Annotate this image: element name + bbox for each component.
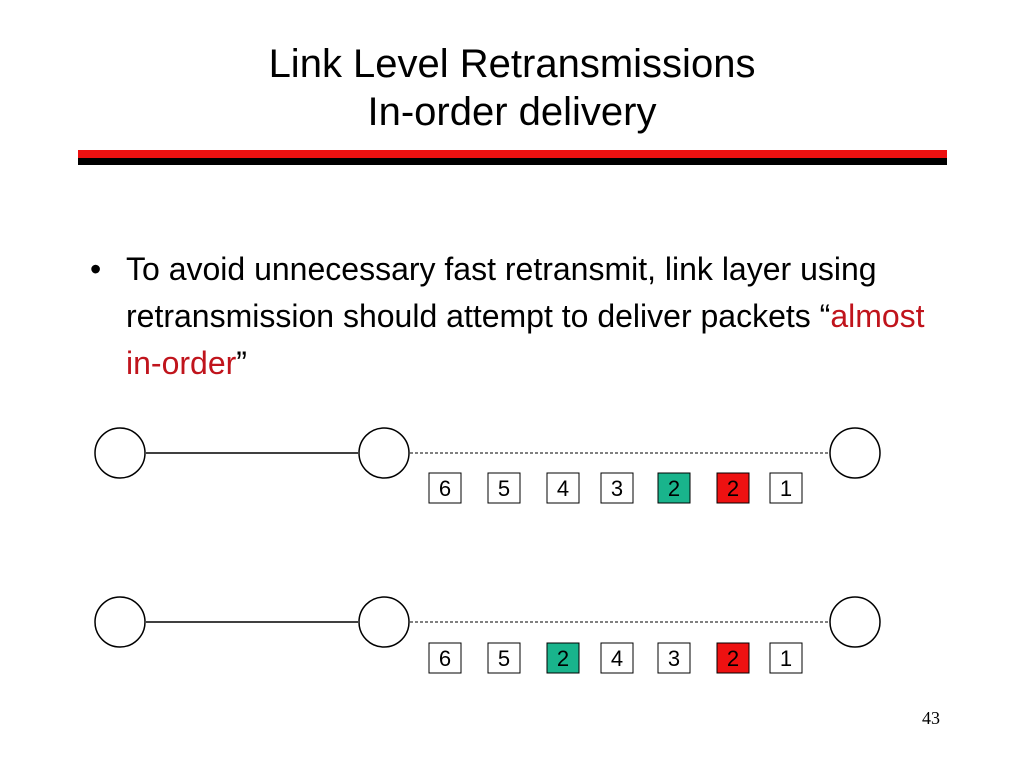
- packet-box-rect: [716, 472, 750, 504]
- packet-box: 1: [769, 472, 803, 504]
- base-station-node: [358, 596, 410, 648]
- bullet-text-after: ”: [236, 345, 247, 381]
- packet-box: 2: [716, 642, 750, 674]
- bullet-text-before: To avoid unnecessary fast retransmit, li…: [126, 251, 877, 334]
- packet-box-rect: [546, 472, 580, 504]
- title-line-2: In-order delivery: [367, 90, 657, 134]
- receiver-node: [829, 427, 881, 479]
- sender-node: [94, 596, 146, 648]
- sender-node: [94, 427, 146, 479]
- packet-label: 1: [780, 476, 792, 501]
- packet-label: 1: [780, 646, 792, 671]
- packet-label: 5: [498, 476, 510, 501]
- packet-label: 2: [557, 646, 569, 671]
- bullet-highlight: almost in-order: [126, 298, 925, 381]
- packet-box: 1: [769, 642, 803, 674]
- packet-box: 2: [716, 472, 750, 504]
- packet-box-rect: [487, 642, 521, 674]
- packet-box: 4: [546, 472, 580, 504]
- packet-box-rect: [600, 472, 634, 504]
- bullet-text: To avoid unnecessary fast retransmit, li…: [126, 246, 926, 387]
- packet-label: 2: [727, 476, 739, 501]
- packet-label: 4: [557, 476, 569, 501]
- packet-box-rect: [769, 642, 803, 674]
- packet-label: 6: [439, 476, 451, 501]
- packet-box-rect: [657, 642, 691, 674]
- packet-row-1: 6 5 4 3 2 2 1: [428, 472, 803, 504]
- packet-label: 2: [727, 646, 739, 671]
- packet-box: 5: [487, 642, 521, 674]
- packet-label: 5: [498, 646, 510, 671]
- packet-box: 5: [487, 472, 521, 504]
- packet-label: 2: [668, 476, 680, 501]
- packet-box-rect: [657, 472, 691, 504]
- packet-box: 3: [657, 642, 691, 674]
- packet-box-rect: [600, 642, 634, 674]
- packet-box: 6: [428, 642, 462, 674]
- packet-box-rect: [428, 472, 462, 504]
- packet-row-2: 6 5 2 4 3 2 1: [428, 642, 803, 674]
- packet-box: 6: [428, 472, 462, 504]
- packet-label: 3: [668, 646, 680, 671]
- packet-box-rect: [716, 642, 750, 674]
- bullet-marker: •: [90, 251, 102, 287]
- packet-box: 2: [657, 472, 691, 504]
- packet-box: 4: [600, 642, 634, 674]
- packet-box: 3: [600, 472, 634, 504]
- packet-box: 2: [546, 642, 580, 674]
- packet-box-rect: [487, 472, 521, 504]
- page-number: 43: [922, 708, 940, 728]
- title-line-1: Link Level Retransmissions: [268, 42, 756, 86]
- slide-title: Link Level Retransmissions In-order deli…: [0, 40, 1024, 136]
- base-station-node: [358, 427, 410, 479]
- receiver-node: [829, 596, 881, 648]
- packet-box-rect: [428, 642, 462, 674]
- title-rule-black: [78, 158, 947, 165]
- packet-box-rect: [546, 642, 580, 674]
- title-rule-red: [78, 150, 947, 158]
- packet-label: 6: [439, 646, 451, 671]
- packet-label: 3: [611, 476, 623, 501]
- diagram-1: 6 5 4 3 2 2 1: [94, 427, 881, 504]
- diagram-2: 6 5 2 4 3 2 1: [94, 596, 881, 674]
- packet-box-rect: [769, 472, 803, 504]
- packet-label: 4: [611, 646, 623, 671]
